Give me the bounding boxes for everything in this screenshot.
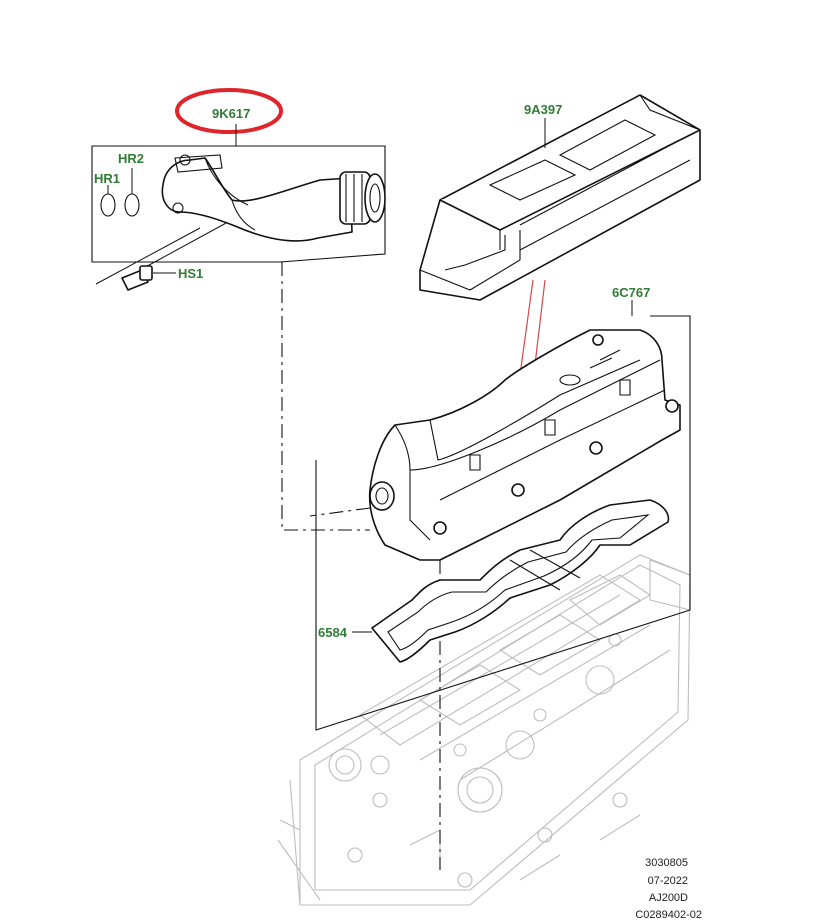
- callout-hr1: HR1: [94, 171, 120, 186]
- highlight-ring: [175, 88, 283, 134]
- hose-group-frame: [91, 145, 386, 263]
- ref-engine-code: AJ200D: [649, 892, 688, 904]
- ring-hr2: [124, 193, 140, 217]
- ref-drawing-id: C0289402-02: [635, 909, 702, 921]
- air-duct-9a397: [419, 94, 701, 301]
- gasket-6584: [352, 499, 670, 663]
- cylinder-head-ghost: [277, 554, 691, 906]
- callout-hr2: HR2: [118, 151, 144, 166]
- callout-9a397: 9A397: [524, 102, 562, 117]
- ref-number: 3030805: [645, 857, 688, 869]
- hose-rings: [100, 168, 140, 217]
- valve-cover-6c767: [368, 300, 681, 561]
- assembly-frames: [91, 145, 691, 870]
- callout-6584: 6584: [318, 625, 348, 640]
- cover-group-frame: [315, 315, 691, 731]
- callout-6c767: 6C767: [612, 285, 650, 300]
- ring-hr1: [100, 193, 116, 217]
- coolant-hose-9k617: [161, 154, 386, 242]
- reference-block: 3030805 07-2022 AJ200D C0289402-02: [635, 857, 702, 921]
- bolt-hs1: [121, 265, 176, 291]
- callout-hs1: HS1: [178, 266, 203, 281]
- ref-date: 07-2022: [648, 875, 688, 887]
- callout-9k617: 9K617: [212, 106, 250, 121]
